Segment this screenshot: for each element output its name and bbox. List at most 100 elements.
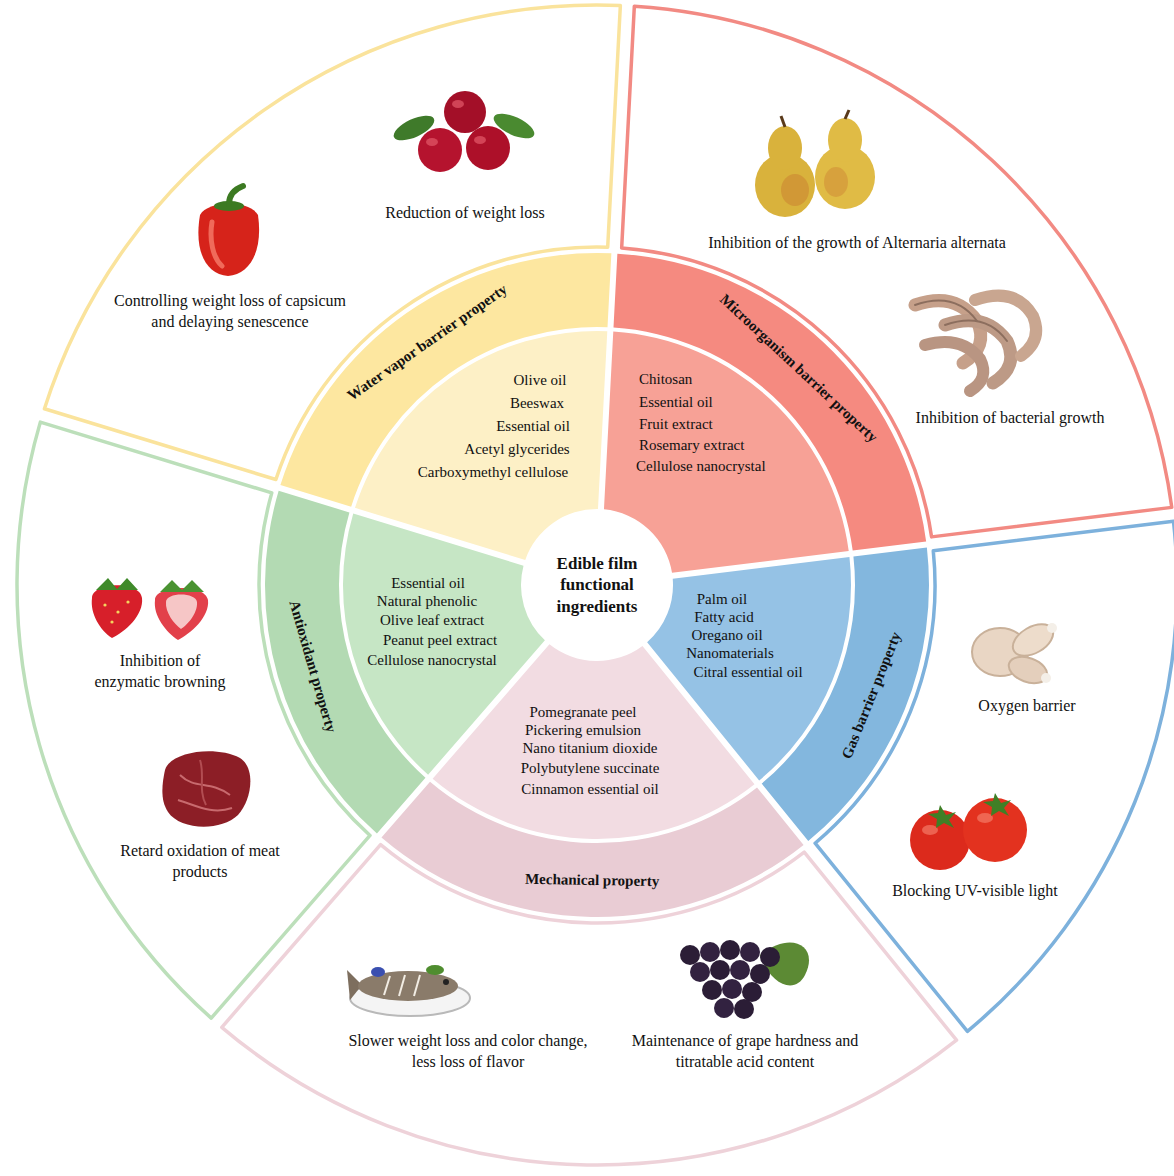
ingredient-wedge: ChitosanEssential oilFruit extractRosema… xyxy=(596,327,854,580)
pears-picture xyxy=(768,126,802,170)
meat-picture xyxy=(200,760,206,805)
ingredient-item: Nanomaterials xyxy=(686,645,773,662)
ingredient-wedge-outline xyxy=(604,332,849,573)
strawberries-picture xyxy=(103,603,106,606)
meat-picture xyxy=(162,751,250,826)
tomatoes-picture xyxy=(928,805,956,828)
pears-picture xyxy=(824,167,848,197)
fish-picture xyxy=(399,975,405,996)
chicken-picture xyxy=(1007,618,1058,663)
effect-caption: Inhibition of bacterial growth xyxy=(916,408,1105,429)
ingredient-item: Essential oil xyxy=(496,418,570,435)
application-panel-shape xyxy=(38,1,632,491)
fish-picture xyxy=(414,975,420,996)
effect-caption: Reduction of weight loss xyxy=(385,203,545,224)
grapes-picture xyxy=(702,980,722,1000)
effect-caption: Inhibition of the growth of Alternaria a… xyxy=(708,233,1006,254)
ingredient-item: Citral essential oil xyxy=(693,664,802,681)
effect-caption: Inhibition of enzymatic browning xyxy=(85,651,235,693)
shrimp-picture xyxy=(945,321,1007,341)
strawberries-picture xyxy=(92,578,208,640)
tomatoes-picture xyxy=(910,793,1027,870)
ingredient-item: Carboxymethyl cellulose xyxy=(418,464,568,481)
ingredient-item: Oregano oil xyxy=(691,627,762,644)
effect-caption: Slower weight loss and color change, les… xyxy=(343,1031,593,1073)
pears-picture xyxy=(781,174,809,206)
ingredient-item: Polybutylene succinate xyxy=(521,760,660,777)
shrimp-picture xyxy=(925,342,983,391)
fish-picture xyxy=(347,965,470,1016)
ingredient-item: Pomegranate peel xyxy=(529,704,636,721)
ingredient-item: Fruit extract xyxy=(639,416,713,433)
ingredient-item: Chitosan xyxy=(639,371,692,388)
application-panel: Oxygen barrierBlocking UV-visible light xyxy=(805,510,1174,1040)
pepper-picture xyxy=(198,186,259,276)
chicken-picture xyxy=(972,618,1059,688)
application-panel-outline xyxy=(17,422,370,1018)
chicken-picture xyxy=(1005,652,1051,688)
strawberries-picture xyxy=(96,578,138,590)
strawberries-picture xyxy=(126,600,129,603)
fish-picture xyxy=(426,965,444,975)
grapes-picture xyxy=(710,960,730,980)
cherries-picture xyxy=(452,100,464,108)
cherries-picture xyxy=(444,91,486,133)
strawberries-picture xyxy=(110,620,113,623)
cherries-picture xyxy=(390,111,437,146)
ingredient-item: Beeswax xyxy=(510,395,564,412)
cherries-picture xyxy=(426,138,438,146)
strawberries-picture xyxy=(166,595,197,630)
application-panel: Reduction of weight lossControlling weig… xyxy=(38,1,632,491)
tomatoes-picture xyxy=(977,813,993,823)
ingredient-item: Palm oil xyxy=(697,591,747,608)
ingredient-item: Olive leaf extract xyxy=(380,612,484,629)
shrimp-picture xyxy=(915,296,1036,391)
ingredient-item: Acetyl glycerides xyxy=(464,441,569,458)
pears-picture xyxy=(845,110,849,119)
ingredient-item: Nano titanium dioxide xyxy=(523,740,658,757)
strawberries-picture xyxy=(116,610,119,613)
cherries-picture xyxy=(390,91,537,172)
effect-caption: Blocking UV-visible light xyxy=(892,881,1058,902)
fish-picture xyxy=(371,967,385,977)
ingredient-item: Cellulose nanocrystal xyxy=(367,652,497,669)
application-panel-outline xyxy=(44,5,620,480)
grapes-picture xyxy=(750,964,770,984)
shrimp-picture xyxy=(915,301,977,321)
tomatoes-picture xyxy=(922,825,938,835)
shrimp-picture xyxy=(975,296,1036,356)
fish-picture xyxy=(384,976,390,995)
ingredient-wedge-outline xyxy=(343,514,545,775)
effect-caption: Oxygen barrier xyxy=(978,696,1075,717)
ingredient-item: Essential oil xyxy=(391,575,465,592)
grapes-picture xyxy=(690,962,710,982)
tomatoes-picture xyxy=(983,793,1011,816)
ingredient-wedge: Essential oilNatural phenolicOlive leaf … xyxy=(339,506,552,781)
cherries-picture xyxy=(466,126,510,170)
effect-caption: Maintenance of grape hardness and titrat… xyxy=(620,1031,870,1073)
core-label: Edible film functional ingredients xyxy=(543,553,651,617)
pepper-picture xyxy=(211,222,222,266)
pepper-picture xyxy=(198,204,259,276)
grapes-picture xyxy=(742,982,762,1002)
grapes-picture xyxy=(760,947,780,967)
pepper-picture xyxy=(229,186,243,204)
fish-picture xyxy=(358,971,458,1001)
core-circle: Edible film functional ingredients xyxy=(525,513,669,657)
chicken-picture xyxy=(1041,673,1051,683)
fish-picture xyxy=(443,979,449,985)
grapes-picture xyxy=(700,942,720,962)
pears-picture xyxy=(755,110,875,217)
ingredient-item: Essential oil xyxy=(639,394,713,411)
cherries-picture xyxy=(474,136,486,144)
ingredient-wedge-outline xyxy=(355,331,607,560)
grapes-picture xyxy=(680,940,809,1019)
effect-caption: Controlling weight loss of capsicum and … xyxy=(101,291,359,333)
application-panel-outline xyxy=(815,521,1174,1031)
ingredient-item: Pickering emulsion xyxy=(525,722,641,739)
grapes-picture xyxy=(740,942,760,962)
ingredient-item: Cellulose nanocrystal xyxy=(636,458,766,475)
application-panel-shape xyxy=(805,510,1174,1040)
ingredient-item: Cinnamon essential oil xyxy=(521,781,658,798)
strawberries-picture xyxy=(92,585,142,638)
